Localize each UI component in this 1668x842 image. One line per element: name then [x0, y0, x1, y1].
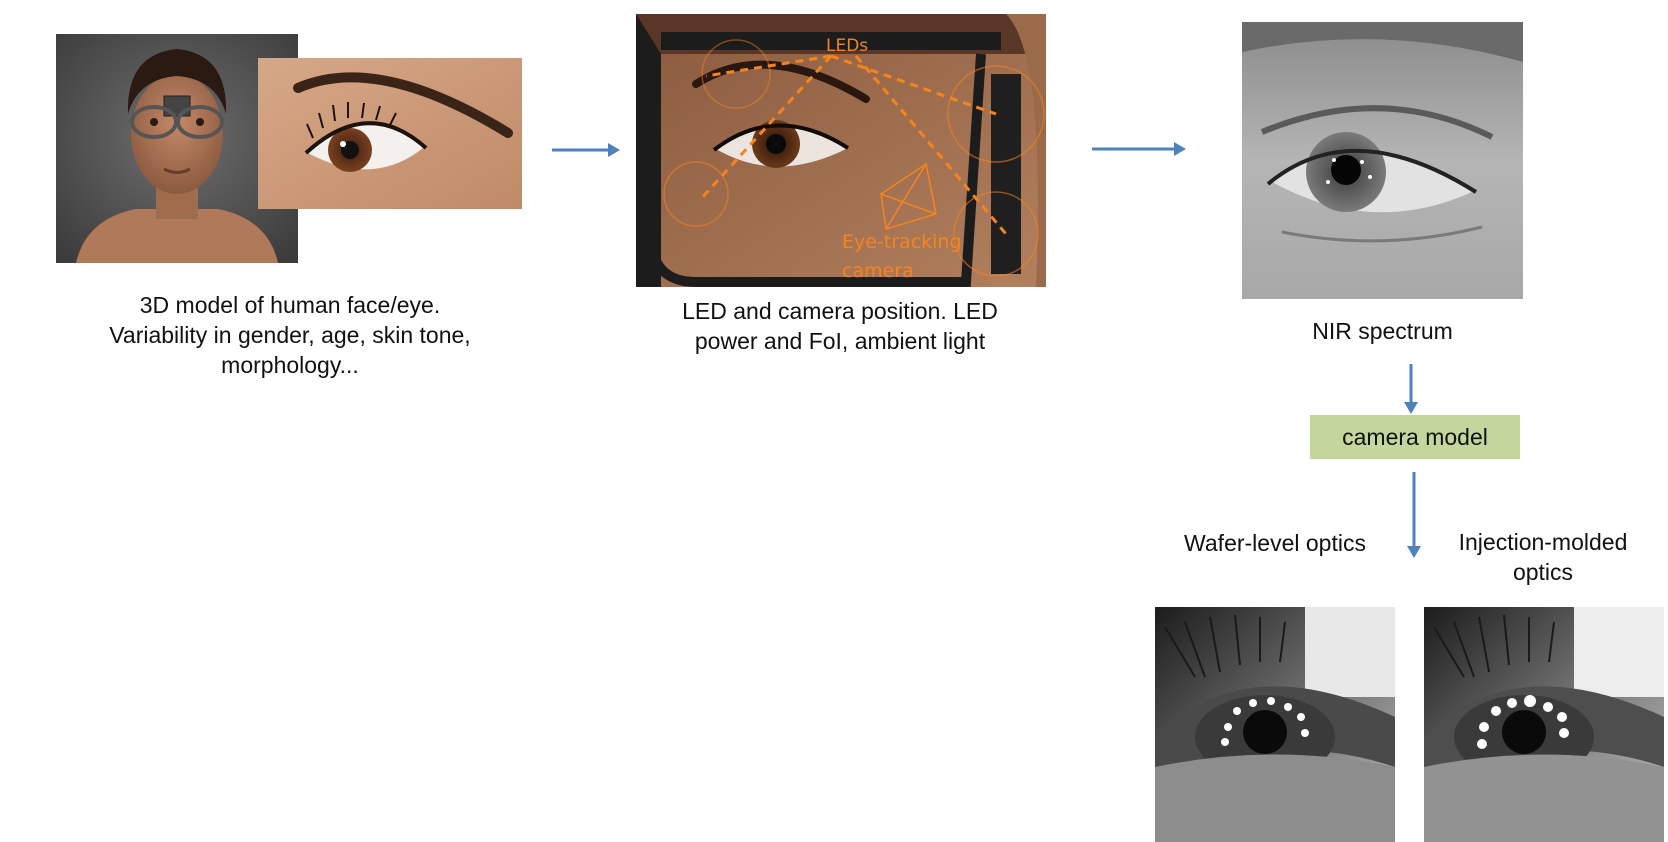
flow-arrow-down-1 [1404, 364, 1418, 414]
leds-label: LEDs [826, 36, 869, 56]
nir-eye-image [1242, 22, 1523, 299]
camera-label-line: Eye-tracking [842, 231, 962, 253]
wafer-level-optics-label: Wafer-level optics [1184, 530, 1366, 556]
face-3d-model-image [56, 34, 298, 263]
injection-label-line: Injection-molded [1458, 529, 1628, 555]
injection-molded-optics-label: Injection-molded optics [1428, 527, 1658, 587]
injection-label-line: optics [1512, 559, 1574, 585]
flow-arrow-1 [552, 143, 620, 157]
stage3-caption: NIR spectrum [1312, 318, 1453, 344]
stage1-caption-line: Variability in gender, age, skin tone, [109, 322, 471, 348]
stage1-caption-line: morphology... [221, 352, 359, 378]
camera-label-line: camera [842, 260, 914, 282]
stage1-caption-line: 3D model of human face/eye. [139, 292, 441, 318]
flow-arrow-2 [1092, 142, 1186, 156]
stage2-caption: LED and camera position. LED power and F… [630, 296, 1050, 356]
flow-arrow-down-2 [1407, 472, 1421, 558]
stage2-caption-line: LED and camera position. LED [682, 298, 998, 324]
stage1-caption: 3D model of human face/eye. Variability … [60, 290, 520, 380]
camera-model-box: camera model [1310, 415, 1520, 459]
stage2-caption-line: power and FoI, ambient light [694, 328, 986, 354]
led-camera-rig-image [636, 14, 1046, 287]
injection-molded-output-image [1424, 607, 1664, 842]
wafer-level-output-image [1155, 607, 1395, 842]
eye-closeup-image [258, 58, 522, 209]
eye-tracking-camera-label: Eye-tracking camera [842, 228, 962, 286]
